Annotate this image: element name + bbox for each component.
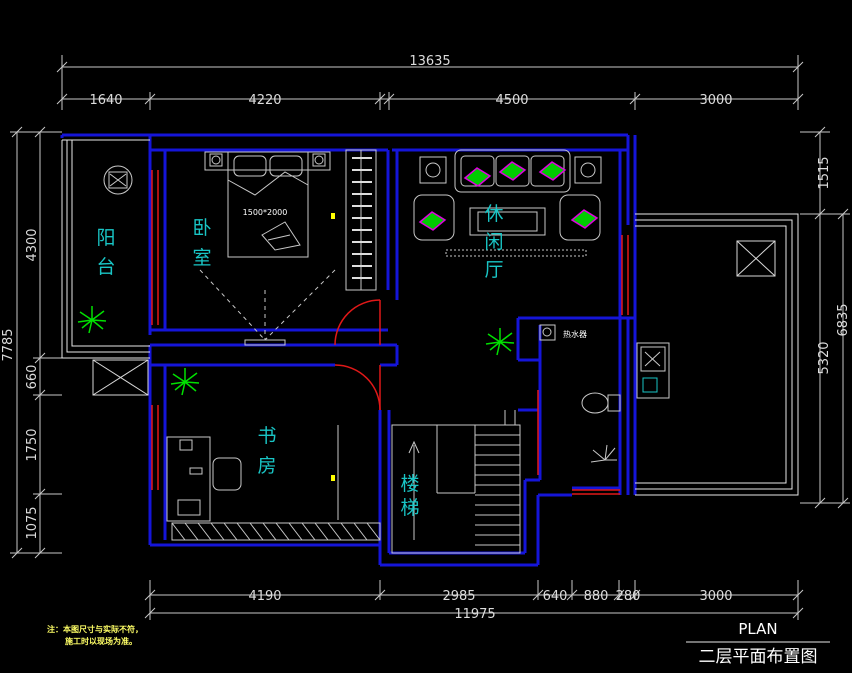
bottom-dim-2: 2985 <box>442 589 475 604</box>
balcony-chair-icon <box>103 165 133 195</box>
left-dim-1: 4300 <box>25 228 40 261</box>
left-dimension-lines <box>10 126 62 559</box>
room-label-study-2: 房 <box>257 455 276 477</box>
bed-size-label: 1500*2000 <box>243 208 288 217</box>
sofa <box>413 149 602 241</box>
bottom-dim-6: 3000 <box>699 589 732 604</box>
right-dim-1: 1515 <box>817 156 832 189</box>
bookshelf <box>171 522 381 541</box>
water-heater-icon <box>539 324 556 341</box>
bedroom-lamp-icon <box>331 213 335 219</box>
note-line-1: 注：本图尺寸与实际不符， <box>47 624 143 634</box>
note-line-2: 施工时以现场为准。 <box>65 636 137 646</box>
left-dim-2: 660 <box>25 365 40 390</box>
room-label-balcony-1: 阳 <box>96 227 115 249</box>
top-dim-4: 3000 <box>699 93 732 108</box>
right-terrace-railing <box>635 213 799 496</box>
bottom-dim-4: 880 <box>584 589 609 604</box>
bath-plant-icon <box>590 444 617 463</box>
room-label-living-2: 闲 <box>484 231 503 253</box>
study-desk <box>166 436 242 522</box>
top-dim-3: 4500 <box>495 93 528 108</box>
walls <box>60 133 637 567</box>
bottom-dim-1: 4190 <box>248 589 281 604</box>
doors <box>334 299 381 411</box>
lower-balcony-box <box>92 359 149 396</box>
right-dimension-lines <box>800 126 850 509</box>
top-dimension-lines <box>56 55 804 110</box>
stair-arrow-icon <box>408 440 420 540</box>
room-label-study-1: 书 <box>257 425 276 447</box>
room-label-bedroom-1: 卧 <box>192 217 211 239</box>
right-total-dim: 6835 <box>836 303 851 336</box>
toilet-icon <box>581 392 621 414</box>
windows <box>151 170 629 495</box>
bedroom-bed <box>204 151 331 258</box>
left-dim-3: 1750 <box>25 428 40 461</box>
room-label-stairs-2: 梯 <box>400 497 419 519</box>
sofa-cushions <box>418 161 599 231</box>
plant-icon <box>485 328 515 356</box>
terrace-skylight <box>736 240 776 277</box>
right-dim-2: 5320 <box>817 341 832 374</box>
plant-icon <box>77 306 107 334</box>
balcony-railing <box>61 139 150 359</box>
plant-icon <box>170 368 200 396</box>
washbasin-icon <box>636 342 670 399</box>
room-label-stairs-1: 楼 <box>400 473 419 495</box>
top-dim-2: 4220 <box>248 93 281 108</box>
room-label-bedroom-2: 室 <box>192 247 211 269</box>
tv-cabinet <box>445 249 587 257</box>
top-total-dim: 13635 <box>409 54 450 69</box>
bottom-dim-5: 280 <box>616 589 641 604</box>
left-total-dim: 7785 <box>1 328 16 361</box>
staircase <box>391 410 521 554</box>
room-label-balcony-2: 台 <box>96 256 115 278</box>
room-label-living-3: 厅 <box>484 259 503 281</box>
room-label-living-1: 休 <box>484 203 503 225</box>
study-lamp-icon <box>331 475 335 481</box>
left-dim-4: 1075 <box>25 506 40 539</box>
bottom-total-dim: 11975 <box>454 607 495 622</box>
water-heater-label: 热水器 <box>563 329 587 339</box>
plan-label: PLAN <box>738 620 777 638</box>
tv-sightlines <box>199 269 336 341</box>
wardrobe <box>345 149 377 291</box>
top-dim-1: 1640 <box>89 93 122 108</box>
drawing-title: 二层平面布置图 <box>699 647 818 667</box>
bottom-dimension-lines <box>144 580 804 620</box>
bottom-dim-3: 640 <box>543 589 568 604</box>
tv-unit <box>244 339 286 346</box>
